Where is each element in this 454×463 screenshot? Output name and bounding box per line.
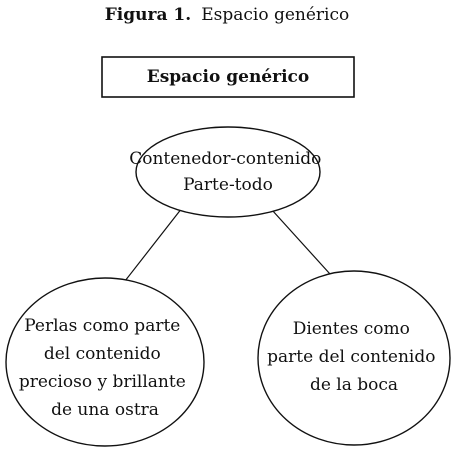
top-node-text: Contenedor-contenido Parte-todo — [129, 149, 327, 195]
right-node-ellipse — [257, 270, 451, 446]
generic-space-title: Espacio genérico — [147, 67, 309, 87]
connector-right — [271, 209, 331, 275]
top-node-line-1: Contenedor-contenido — [129, 149, 321, 169]
left-node-ellipse — [5, 277, 205, 447]
right-node-text: Dientes como parte del contenido de la b… — [267, 319, 441, 395]
right-node-line-2: parte del contenido — [267, 347, 435, 367]
top-node-line-2: Parte-todo — [183, 175, 273, 195]
top-node-ellipse — [135, 126, 321, 218]
connector-left — [124, 207, 183, 282]
left-node-line-4: de una ostra — [51, 400, 159, 420]
right-node-line-1: Dientes como — [293, 319, 410, 339]
left-node-line-3: precioso y brillante — [19, 372, 186, 392]
left-node-line-2: del contenido — [44, 344, 161, 364]
generic-space-box — [101, 56, 355, 98]
left-node-text: Perlas como parte del contenido precioso… — [19, 316, 191, 420]
figure-caption-text: Espacio genérico — [201, 5, 349, 25]
right-node-line-3: de la boca — [310, 375, 398, 395]
left-node-line-1: Perlas como parte — [24, 316, 180, 336]
figure-caption: Figura 1. Espacio genérico — [105, 5, 350, 25]
figure-caption-label: Figura 1. — [105, 5, 191, 25]
